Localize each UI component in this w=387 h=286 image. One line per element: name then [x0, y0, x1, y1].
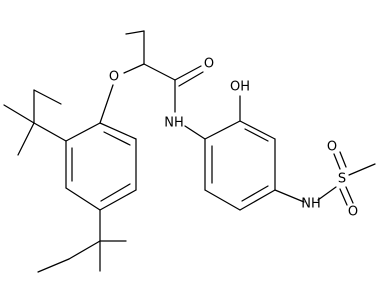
bond-right-ring-5	[204, 189, 241, 211]
bond-carbonyl-double-1	[174, 65, 202, 81]
bond-ethyl-top	[125, 30, 145, 35]
bond-right-ring-2	[239, 120, 276, 140]
bond-s-o-lower-2	[345, 186, 354, 204]
bond-left-ring-inner-2	[100, 183, 131, 202]
bond-right-ring-1	[204, 120, 241, 140]
bond-alpha-to-carbonyl	[143, 63, 176, 81]
bond-o-to-ring	[99, 84, 114, 124]
bond-nh-to-s	[317, 186, 337, 201]
bond-ring-to-nh	[274, 189, 305, 203]
atom-ether-oxygen: O	[109, 70, 119, 85]
bond-upper-tpentyl-methyl-left	[3, 104, 35, 124]
bond-s-o-upper-2	[339, 151, 347, 168]
bond-alpha-to-o	[123, 63, 145, 74]
bond-upper-tpentyl-attach	[33, 122, 67, 142]
atom-sulfonyl-oxygen-bottom: O	[348, 205, 358, 220]
bond-nh-to-ring	[184, 125, 206, 140]
bond-right-ring-inner-2	[241, 185, 269, 202]
bond-left-ring-4	[65, 187, 101, 211]
atom-amide-nitrogen: NH	[164, 116, 184, 131]
atom-hydroxyl: OH	[230, 80, 250, 95]
bond-s-o-lower-1	[339, 188, 348, 206]
bond-left-ring-1	[99, 122, 137, 140]
bond-right-ring-inner-1	[244, 128, 269, 142]
atom-sulfonyl-oxygen-top: O	[327, 140, 337, 155]
bond-carbonyl-double-2	[178, 71, 204, 87]
bond-lower-tpentyl-left-end	[37, 258, 70, 273]
atom-sulfonamide-nitrogen: NH	[301, 197, 321, 212]
bond-upper-tpentyl-ethyl	[33, 89, 62, 105]
bond-left-ring-inner-1	[103, 131, 131, 146]
bond-left-ring-3	[99, 189, 137, 211]
atom-carbonyl-oxygen: O	[204, 57, 214, 72]
bond-right-ring-4	[239, 189, 276, 211]
atom-sulfur: S	[338, 172, 346, 187]
bond-s-o-upper-1	[333, 153, 341, 170]
bond-s-to-methyl	[348, 163, 376, 176]
bond-upper-tpentyl-methyl-down	[17, 122, 35, 156]
bond-lower-tpentyl-left	[68, 240, 101, 260]
bond-left-ring-6	[65, 122, 101, 142]
